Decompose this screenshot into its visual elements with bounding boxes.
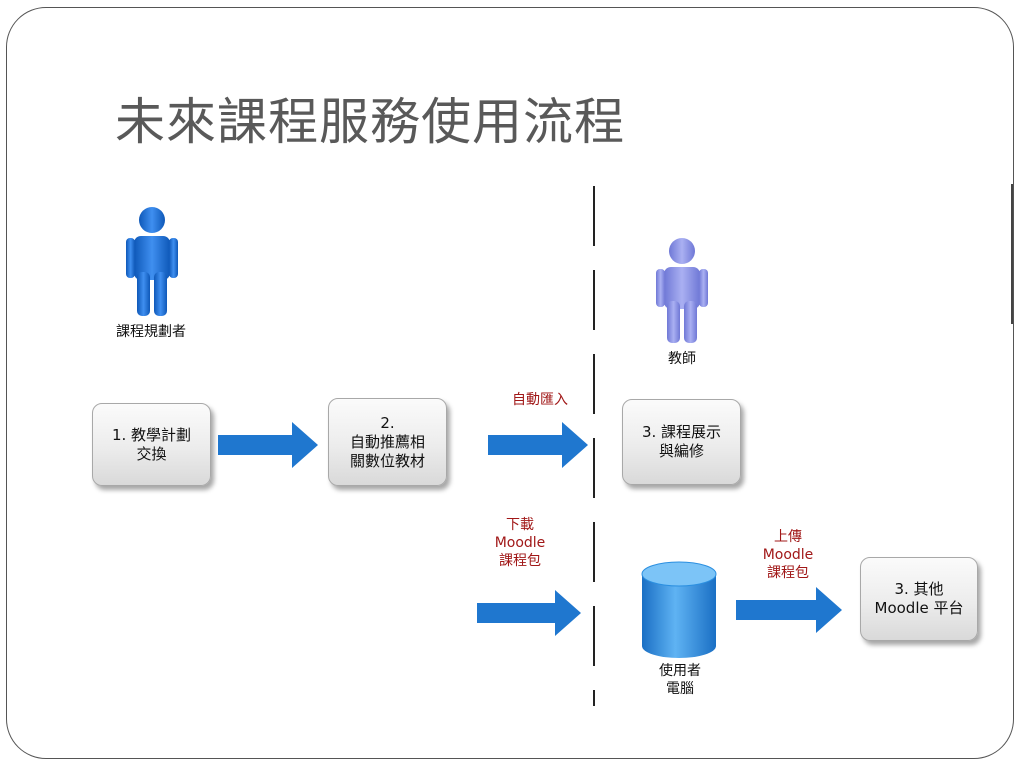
step3-moodle-box[interactable]: 3. 其他 Moodle 平台 <box>860 557 978 641</box>
step2-box[interactable]: 2. 自動推薦相 關數位教材 <box>328 398 447 486</box>
database-icon <box>641 561 717 658</box>
planner-person-icon <box>126 207 178 316</box>
teacher-label: 教師 <box>668 351 696 367</box>
computer-label: 使用者 電腦 <box>659 663 701 697</box>
slide-frame <box>6 7 1014 759</box>
planner-label: 課程規劃者 <box>116 324 186 340</box>
download-label: 下載 Moodle 課程包 <box>494 517 546 569</box>
step1-box[interactable]: 1. 教學計劃 交換 <box>92 403 211 486</box>
arrow-auto-import <box>488 422 588 468</box>
step3-course-box[interactable]: 3. 課程展示 與編修 <box>622 399 741 485</box>
teacher-person-icon <box>656 238 708 343</box>
dashed-divider <box>593 186 595 706</box>
slide-title: 未來課程服務使用流程 <box>115 93 625 151</box>
auto-import-label: 自動匯入 <box>512 392 568 408</box>
upload-label: 上傳 Moodle 課程包 <box>762 529 814 581</box>
arrow-upload <box>736 587 842 633</box>
slide-edge-marker <box>1011 184 1013 324</box>
arrow-download <box>477 590 581 636</box>
arrow-step1-to-step2 <box>218 422 318 468</box>
